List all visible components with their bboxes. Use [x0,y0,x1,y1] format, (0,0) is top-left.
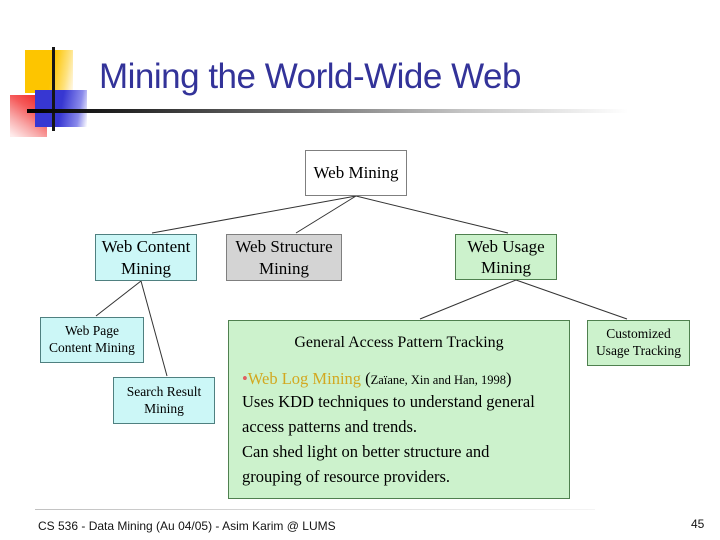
page-title: Mining the World-Wide Web [99,57,521,96]
bullet-glyph: • [242,369,248,388]
title-underline [27,109,667,113]
panel-body-line: grouping of resource providers. [242,467,451,486]
footer-course-text: CS 536 - Data Mining (Au 04/05) - Asim K… [38,519,336,533]
node-web-mining-label: Web Mining [313,163,399,183]
node-search-result-mining: Search Result Mining [113,377,215,424]
general-access-pattern-panel: General Access Pattern Tracking •Web Log… [228,320,570,499]
panel-body-line: Can shed light on better structure and [242,442,490,461]
node-web-mining: Web Mining [305,150,407,196]
logo-vertical-line [52,47,55,131]
logo-yellow-square [25,50,73,93]
node-customized-usage-tracking: Customized Usage Tracking [587,320,690,366]
panel-body: Uses KDD techniques to understand genera… [242,389,569,489]
node-web-page-content-mining: Web Page Content Mining [40,317,144,363]
node-customized-usage-tracking-label: Customized Usage Tracking [595,326,682,358]
panel-heading: General Access Pattern Tracking [294,334,504,351]
node-web-structure-mining: Web Structure Mining [226,234,342,281]
footer-divider [35,509,595,510]
node-web-content-mining-label: Web Content Mining [101,237,191,278]
logo-blue-square [35,90,87,127]
citation-text: Zaïane, Xin and Han, 1998 [370,373,507,387]
panel-body-line: Uses KDD techniques to understand genera… [242,392,535,411]
web-log-mining-highlight: Web Log Mining [247,369,362,388]
citation-open-paren: ( [361,369,371,388]
node-web-structure-mining-label: Web Structure Mining [235,237,333,278]
node-web-usage-mining-label: Web Usage Mining [467,236,545,277]
panel-bullet-line: •Web Log Mining (Zaïane, Xin and Han, 19… [242,369,569,389]
citation-close-paren: ) [506,369,512,388]
node-web-content-mining: Web Content Mining [95,234,197,281]
node-web-usage-mining: Web Usage Mining [455,234,557,280]
node-search-result-mining-label: Search Result Mining [126,383,202,416]
panel-body-line: access patterns and trends. [242,417,418,436]
slide-page-number: 45 [691,517,705,531]
node-web-page-content-mining-label: Web Page Content Mining [49,323,135,355]
